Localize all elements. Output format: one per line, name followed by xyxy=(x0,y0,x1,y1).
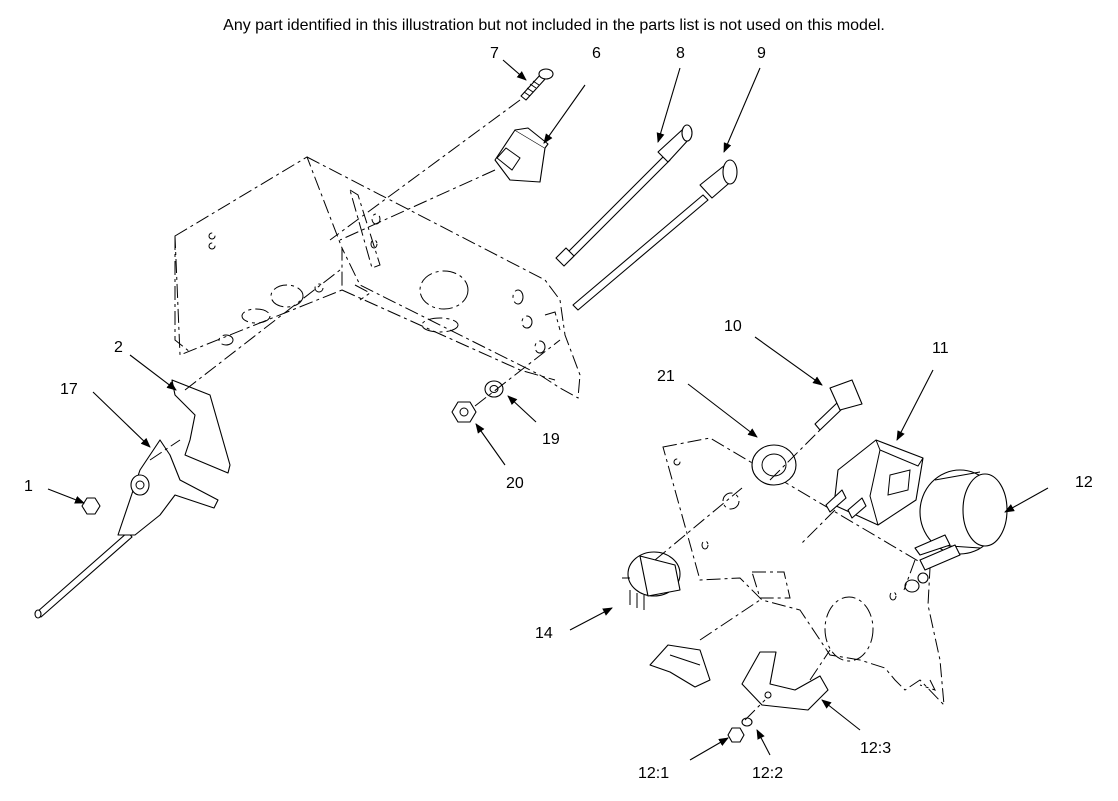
lever-part-17 xyxy=(34,439,219,619)
callout-21: 21 xyxy=(657,368,675,385)
hour-meter-part-11 xyxy=(825,439,924,526)
callout-20: 20 xyxy=(506,475,524,492)
choke-part-9 xyxy=(572,159,738,311)
leader-12-3 xyxy=(821,699,861,731)
callout-12-3: 12:3 xyxy=(860,740,891,757)
leader-12 xyxy=(1004,487,1049,513)
gauge-part-12 xyxy=(904,469,1008,593)
leader-12-2 xyxy=(756,729,771,756)
leader-17 xyxy=(92,391,151,448)
nut-part-1 xyxy=(81,497,101,515)
key-part-10 xyxy=(814,379,863,431)
leader-8 xyxy=(656,67,681,143)
switch-clip xyxy=(649,644,711,688)
nut-part-12-1 xyxy=(727,727,745,743)
callout-19: 19 xyxy=(542,431,560,448)
plate-part-2 xyxy=(171,379,231,474)
callout-11: 11 xyxy=(932,340,949,357)
leader-20 xyxy=(475,423,506,466)
callout-10: 10 xyxy=(724,318,742,335)
leader-9 xyxy=(723,67,761,153)
callout-6: 6 xyxy=(592,45,601,62)
leader-12-1 xyxy=(689,737,729,761)
leader-2 xyxy=(129,354,177,391)
dash-panel-bracket xyxy=(174,156,581,399)
callout-12: 12 xyxy=(1075,474,1093,491)
leader-1 xyxy=(47,488,85,504)
callout-17: 17 xyxy=(60,381,78,398)
diagram-note: Any part identified in this illustration… xyxy=(223,17,885,34)
nut-part-20 xyxy=(451,401,477,423)
callout-9: 9 xyxy=(757,45,766,62)
leader-19 xyxy=(507,395,537,423)
knob-part-6 xyxy=(494,127,549,183)
callout-1: 1 xyxy=(24,478,33,495)
leader-11 xyxy=(896,369,934,441)
ignition-nut-part-21 xyxy=(751,444,797,486)
leader-14 xyxy=(569,607,613,631)
leader-7 xyxy=(502,59,527,81)
gauge-bracket-part-12-3 xyxy=(741,651,829,711)
callout-12-2: 12:2 xyxy=(752,765,783,782)
leader-6 xyxy=(543,84,586,144)
callout-7: 7 xyxy=(490,45,499,62)
leader-10 xyxy=(754,336,823,386)
instrument-panel xyxy=(662,437,945,707)
ignition-switch-part-14 xyxy=(622,551,681,610)
screw-part-7 xyxy=(520,68,554,101)
callout-12-1: 12:1 xyxy=(638,765,669,782)
callout-2: 2 xyxy=(114,339,123,356)
washer-part-12-2 xyxy=(741,717,753,727)
leader-21 xyxy=(687,383,758,438)
callout-14: 14 xyxy=(535,625,553,642)
cable-part-8 xyxy=(555,124,693,267)
callout-8: 8 xyxy=(676,45,685,62)
washer-part-19 xyxy=(484,380,504,398)
